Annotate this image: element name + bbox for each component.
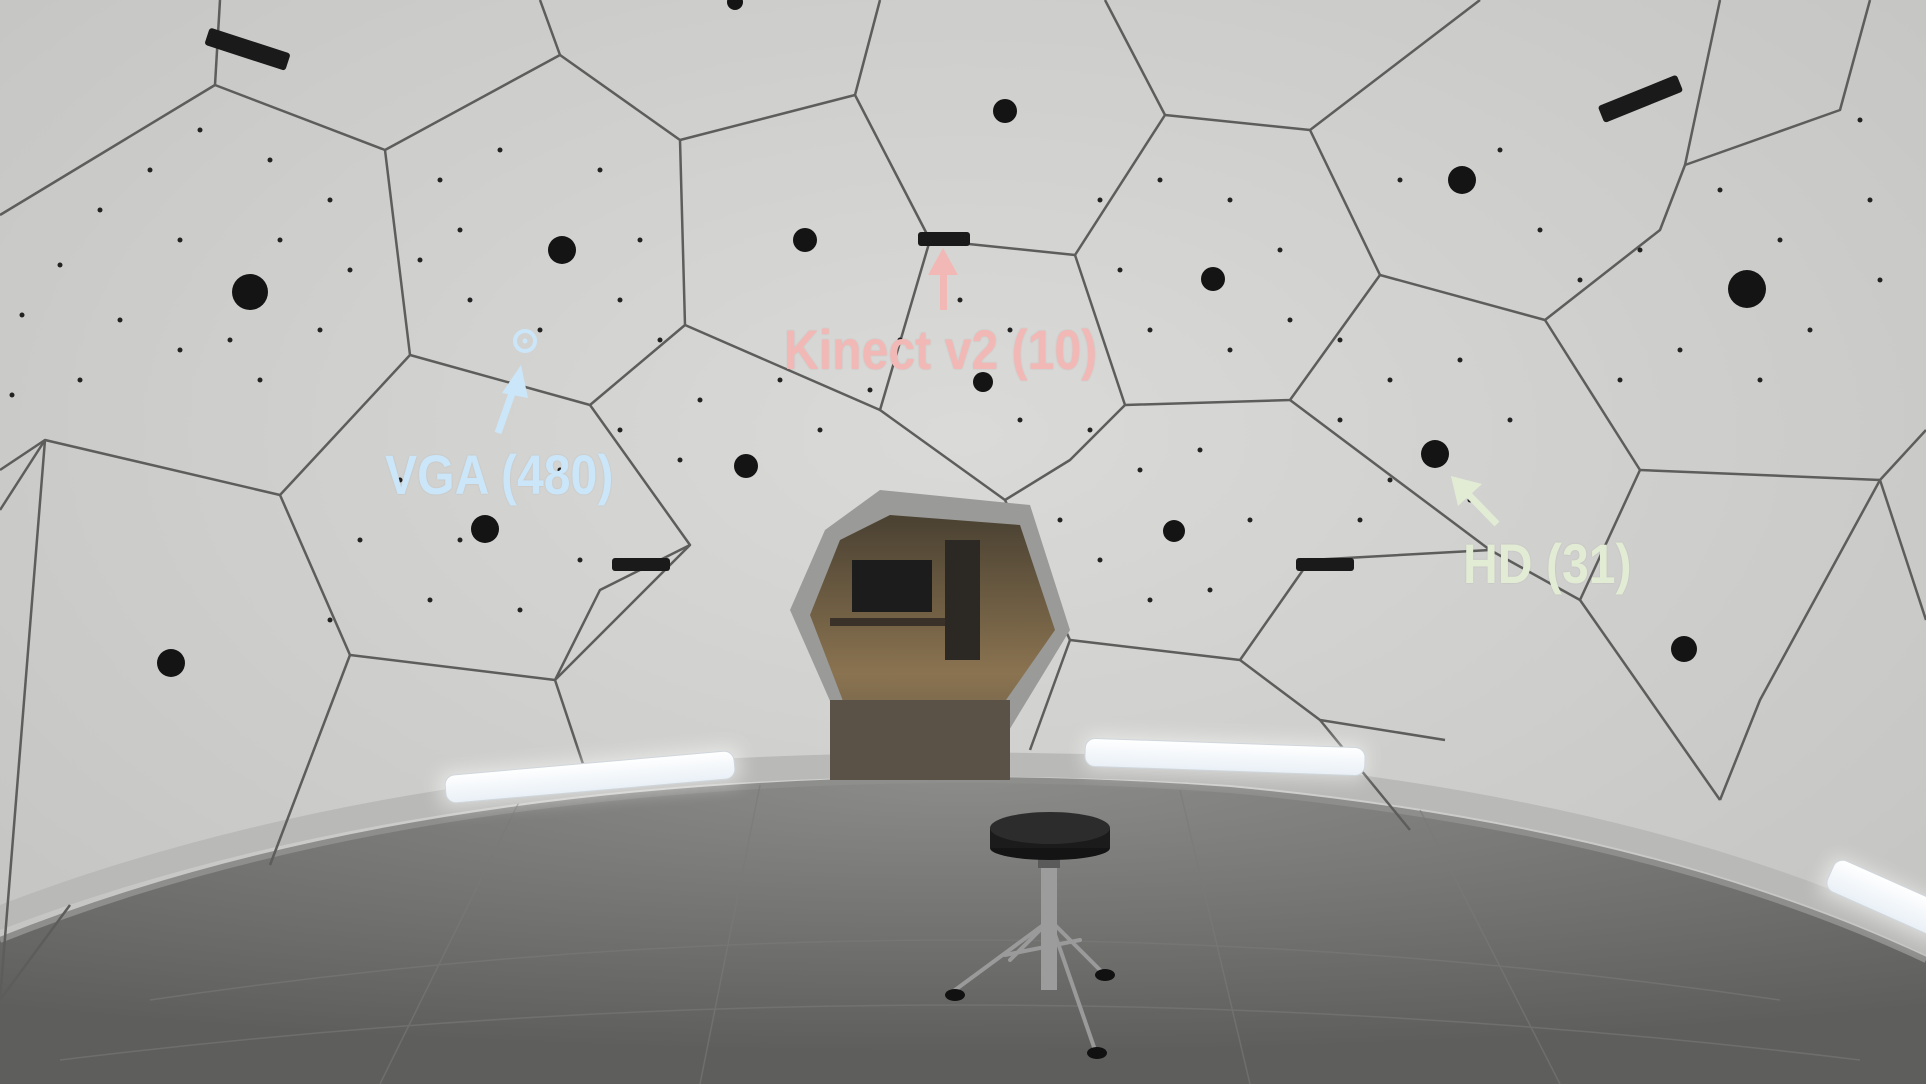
kinect-arrow-icon bbox=[928, 248, 958, 310]
stool bbox=[945, 812, 1115, 1059]
hd-arrow-icon bbox=[1451, 476, 1500, 527]
kinect-v2-label: Kinect v2 (10) bbox=[784, 318, 1098, 381]
floor-tiles bbox=[59, 784, 1861, 1084]
doorway-monitor bbox=[852, 560, 932, 612]
doorway-desk bbox=[830, 618, 980, 626]
vga-label: VGA (480) bbox=[385, 443, 614, 506]
hd-cameras bbox=[157, 0, 1766, 677]
hd-label: HD (31) bbox=[1463, 532, 1632, 595]
doorway-floor bbox=[830, 700, 1010, 780]
vga-camera-dots bbox=[9, 117, 1883, 623]
floor bbox=[0, 780, 1926, 1084]
kinect-sensors bbox=[205, 28, 1683, 571]
led-light-bars bbox=[444, 737, 1926, 939]
doorway-shelf bbox=[945, 540, 980, 660]
panel-seams bbox=[0, 0, 1926, 1001]
vga-arrow-icon bbox=[494, 329, 537, 435]
